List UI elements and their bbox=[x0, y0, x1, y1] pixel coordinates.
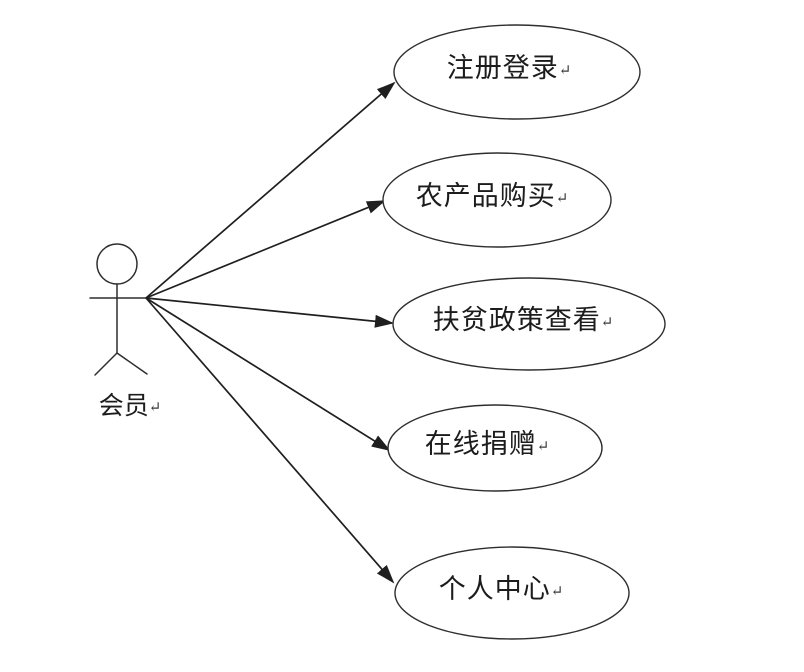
actor-leg-left bbox=[94, 352, 118, 376]
use-case-label-text: 个人中心 bbox=[439, 574, 551, 604]
use-case-ellipse bbox=[392, 277, 666, 371]
use-case-ellipse bbox=[382, 152, 612, 248]
use-case-ellipse bbox=[387, 404, 603, 492]
associations bbox=[145, 81, 396, 584]
use-case-label-text: 在线捐赠 bbox=[425, 429, 537, 459]
actor-head bbox=[96, 243, 138, 285]
use-case-label-text: 注册登录 bbox=[447, 53, 559, 83]
use-case-label: 个人中心↵ bbox=[439, 574, 564, 604]
use-case-ellipse bbox=[394, 546, 630, 640]
paragraph-mark: ↵ bbox=[601, 315, 614, 331]
use-case-label: 在线捐赠↵ bbox=[425, 429, 550, 459]
use-case-label-text: 农产品购买 bbox=[416, 181, 556, 211]
association-online-donate bbox=[145, 297, 391, 452]
paragraph-mark: ↵ bbox=[149, 400, 162, 416]
paragraph-mark: ↵ bbox=[551, 584, 564, 600]
actor-label-text: 会员 bbox=[99, 392, 149, 420]
paragraph-mark: ↵ bbox=[559, 63, 572, 79]
association-personal-center bbox=[145, 297, 395, 584]
use-case-label: 农产品购买↵ bbox=[416, 181, 569, 211]
use-case-personal-center: 个人中心↵ bbox=[394, 546, 630, 640]
use-case-online-donate: 在线捐赠↵ bbox=[387, 404, 603, 492]
paragraph-mark: ↵ bbox=[556, 191, 569, 207]
use-case-label: 扶贫政策查看↵ bbox=[433, 305, 614, 335]
use-case-buy-products: 农产品购买↵ bbox=[382, 152, 612, 248]
actor-member: 会员↵ bbox=[89, 243, 162, 420]
association-register-login bbox=[145, 81, 396, 299]
association-view-policy bbox=[145, 297, 394, 328]
use-case-ellipse bbox=[393, 24, 641, 120]
use-case-view-policy: 扶贫政策查看↵ bbox=[392, 277, 666, 371]
actor-leg-right bbox=[116, 352, 148, 375]
use-case-label-text: 扶贫政策查看 bbox=[433, 305, 601, 335]
association-buy-products bbox=[145, 200, 386, 299]
use-case-register-login: 注册登录↵ bbox=[393, 24, 641, 120]
actor-label: 会员↵ bbox=[99, 392, 162, 420]
use-case-label: 注册登录↵ bbox=[447, 53, 572, 83]
paragraph-mark: ↵ bbox=[537, 439, 550, 455]
